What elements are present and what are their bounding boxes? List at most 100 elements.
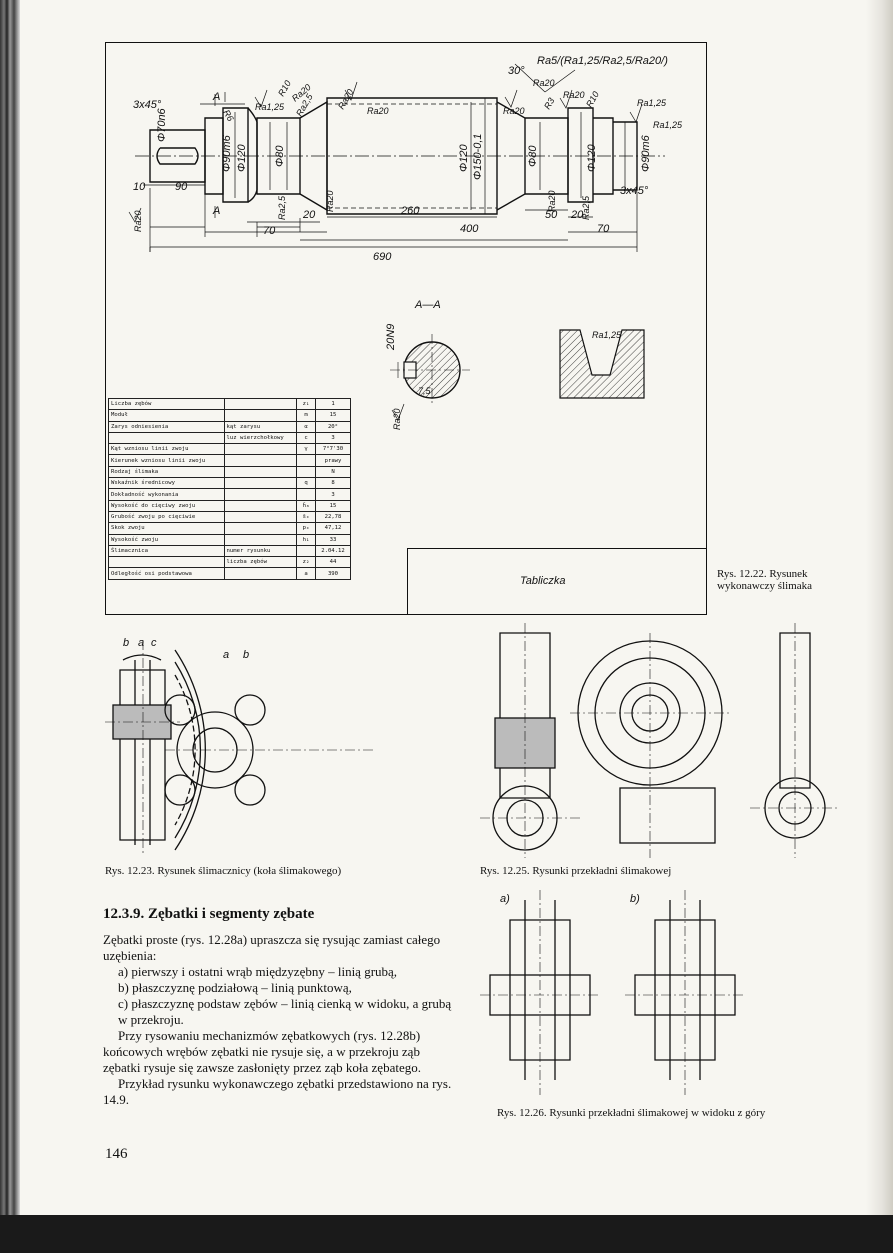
spec-sub <box>223 397 298 411</box>
spec-value: 33 <box>315 533 351 546</box>
dim-l90: 90 <box>175 181 188 193</box>
spec-symbol: m <box>296 409 316 422</box>
spec-symbol: α <box>296 420 316 433</box>
roughness-ra125b: Ra1,25 <box>637 98 667 108</box>
roughness-ra20b: Ra20 <box>336 87 355 111</box>
caption-fig-12-22: Rys. 12.22. Rysunek wykonawczy ślimaka <box>717 568 812 592</box>
spec-label: Zarys odniesienia <box>108 420 225 433</box>
dim-d80b: Φ80 <box>527 145 539 167</box>
roughness-ra25b: Ra2,5 <box>277 195 287 220</box>
caption-fig-12-23: Rys. 12.23. Rysunek ślimacznicy (koła śl… <box>105 865 342 877</box>
spec-value: N <box>315 465 351 479</box>
spec-value: 2.04.12 <box>315 544 351 558</box>
list-item-b: b) płaszczyznę podziałową – linią punkto… <box>118 980 352 995</box>
worm-gear-top-view-drawing: a) b) <box>480 890 745 1095</box>
roughness-ra20e: Ra20 <box>533 78 555 88</box>
roughness-ra20g: Ra20 <box>325 190 335 212</box>
worm-gear-drawing <box>480 623 840 858</box>
spec-symbol <box>296 465 316 479</box>
section-heading: 12.3.9. Zębatki i segmenty zębate <box>103 906 315 922</box>
roughness-general: Ra5/(Ra1,25/Ra2,5/Ra20/) <box>537 55 668 67</box>
spec-symbol: z₂ <box>296 556 316 569</box>
dim-d150: Φ150-0,1 <box>472 133 484 180</box>
spec-symbol: γ <box>296 443 316 456</box>
spec-label: Grubość zwoju po cięciwie <box>108 510 225 524</box>
spec-sub <box>223 533 298 546</box>
spec-symbol <box>296 544 316 558</box>
spec-label: Ślimacznica <box>108 544 225 558</box>
spec-sub <box>223 510 298 524</box>
dim-d90m6b: Φ90m6 <box>640 134 652 172</box>
roughness-ra125c: Ra1,25 <box>653 120 683 130</box>
section-ra-key: Ra20 <box>392 408 402 430</box>
section-body: Zębatki proste (rys. 12.28a) upraszcza s… <box>103 932 455 1108</box>
paragraph-2: Przy rysowaniu mechanizmów zębatkowych (… <box>103 1028 421 1075</box>
spec-label: Liczba zębów <box>108 397 225 411</box>
dim-l20a: 20 <box>302 209 316 221</box>
spec-row: Dokładność wykonania 3 <box>108 488 351 501</box>
list-item-c: c) płaszczyznę podstaw zębów – linią cie… <box>118 996 452 1027</box>
wheel-label-b2: b <box>243 649 249 661</box>
spec-symbol: c <box>296 431 316 445</box>
section-d75: 7,5 <box>418 386 432 396</box>
spec-label: Wskaźnik średnicowy <box>108 477 225 490</box>
dim-d70n6: Φ70n6 <box>156 107 168 142</box>
spec-symbol: q <box>296 477 316 490</box>
spec-label: Wysokość do cięciwy zwoju <box>108 499 225 512</box>
fig26-label-b: b) <box>630 893 640 905</box>
dim-l10: 10 <box>133 181 146 193</box>
page-number: 146 <box>105 1146 128 1162</box>
spec-value: 3 <box>315 488 351 501</box>
wheel-label-b: b <box>123 637 129 649</box>
dim-d120c: Φ120 <box>586 144 598 172</box>
drawing-frame <box>105 42 707 615</box>
dim-d120a: Φ120 <box>236 144 248 172</box>
spec-sub: kąt zarysu <box>223 420 298 433</box>
spec-sub <box>223 443 298 456</box>
spec-value: 15 <box>315 409 351 422</box>
spec-label <box>108 431 225 445</box>
spec-label: Dokładność wykonania <box>108 488 225 501</box>
spec-label <box>108 556 225 569</box>
spec-label: Wysokość zwoju <box>108 533 225 546</box>
title-block <box>407 548 706 614</box>
spec-label: Kąt wzniosu linii zwoju <box>108 443 225 456</box>
list-item-a: a) pierwszy i ostatni wrąb międzyzębny –… <box>118 964 398 979</box>
section-mark-a-top: A <box>212 91 220 103</box>
spec-label: Moduł <box>108 409 225 422</box>
worm-wheel-drawing: b a c a b <box>105 637 375 855</box>
spec-sub <box>223 488 298 501</box>
spec-value: 20° <box>315 420 351 433</box>
spec-sub <box>223 477 298 490</box>
spec-sub <box>223 409 298 422</box>
spec-sub <box>223 454 298 467</box>
spec-label: Odległość osi podstawowa <box>108 567 225 580</box>
spec-symbol: z₁ <box>296 397 316 411</box>
roughness-ra20c: Ra20 <box>367 106 389 116</box>
dim-l690: 690 <box>373 251 392 263</box>
spec-sub <box>223 522 298 535</box>
spec-value: 22,78 <box>315 510 351 524</box>
spec-row: Kierunek wzniosu linii zwoju prawy <box>108 454 351 467</box>
book-binding-edge <box>0 0 20 1253</box>
spec-label: Kierunek wzniosu linii zwoju <box>108 454 225 467</box>
fig26-label-a: a) <box>500 893 510 905</box>
dim-l70a: 70 <box>263 225 276 237</box>
spec-value: prawy <box>315 454 351 467</box>
dim-l400: 400 <box>460 223 479 235</box>
section-key-dim: 20N9 <box>385 324 397 351</box>
scan-bottom-edge <box>0 1215 893 1253</box>
